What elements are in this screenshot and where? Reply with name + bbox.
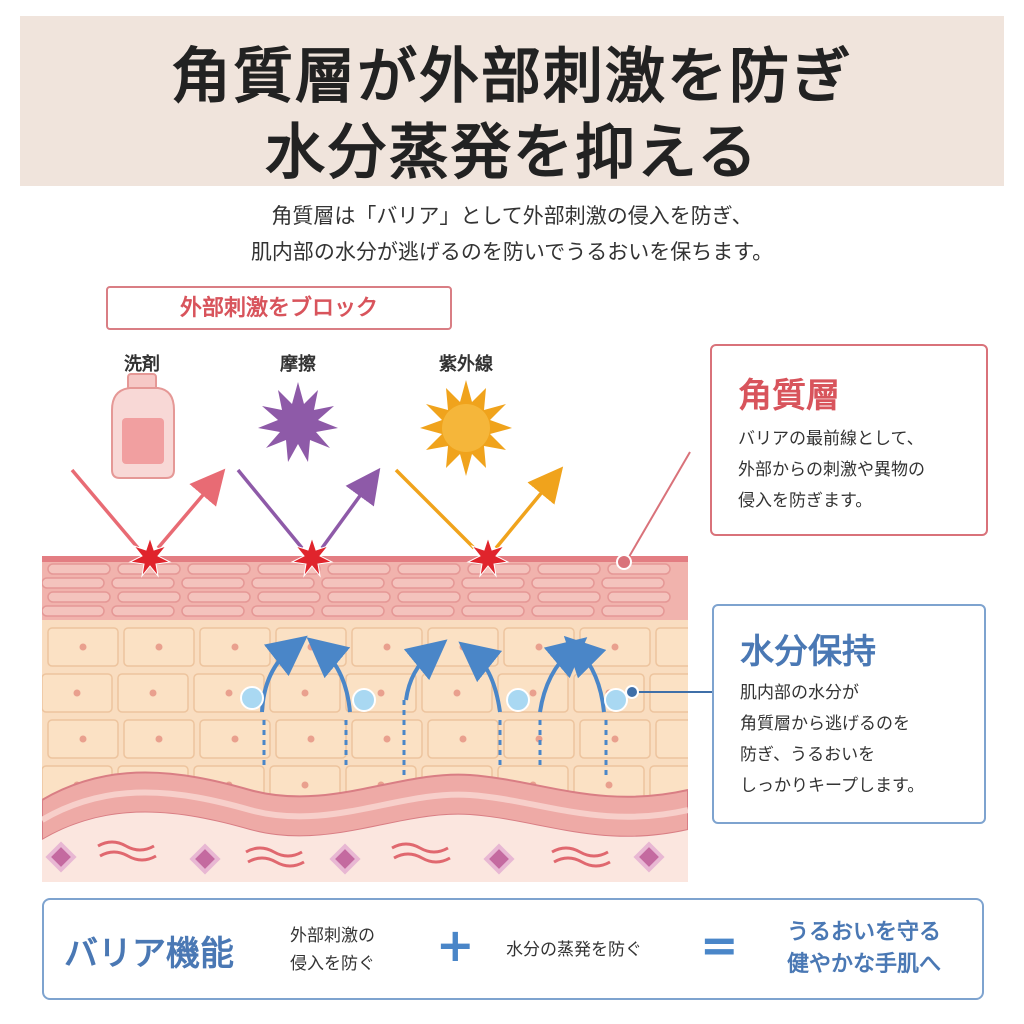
- stratum-corneum-title: 角質層: [738, 376, 840, 416]
- water-retention-arrows: [240, 635, 628, 780]
- block-label: 外部刺激をブロック: [106, 286, 452, 330]
- summary-label: バリア機能: [64, 934, 234, 974]
- header-band: [20, 16, 1004, 186]
- stratum-corneum-body-line: 外部からの刺激や異物の: [738, 460, 925, 480]
- summary-result-line: うるおいを守る: [786, 919, 941, 945]
- summary-part1-line: 侵入を防ぐ: [290, 954, 375, 974]
- moisture-body-line: 防ぎ、うるおいを: [740, 745, 876, 765]
- summary-result: うるおいを守る 健やかな手肌へ: [764, 916, 964, 980]
- stratum-corneum-body-line: 侵入を防ぎます。: [738, 491, 873, 511]
- stratum-corneum-box: 角質層 バリアの最前線として、 外部からの刺激や異物の 侵入を防ぎます。: [710, 344, 988, 536]
- summary-result-line: 健やかな手肌へ: [786, 951, 941, 977]
- page-title-line-1: 角質層が外部刺激を防ぎ: [171, 42, 853, 112]
- detergent-bottle-icon: [111, 373, 175, 479]
- moisture-body-line: 角質層から逃げるのを: [740, 714, 910, 734]
- moisture-retention-box: 水分保持 肌内部の水分が 角質層から逃げるのを 防ぎ、うるおいを しっかりキープ…: [712, 604, 986, 824]
- plus-sign: +: [436, 918, 475, 972]
- summary-part1-line: 外部刺激の: [290, 926, 375, 946]
- summary-part2: 水分の蒸発を防ぐ: [506, 940, 642, 960]
- stimulus-label-detergent: 洗剤: [124, 354, 160, 375]
- page-title-line-2: 水分蒸発を抑える: [264, 118, 760, 188]
- moisture-body-line: 肌内部の水分が: [740, 683, 859, 703]
- stratum-corneum-body: バリアの最前線として、 外部からの刺激や異物の 侵入を防ぎます。: [738, 424, 925, 517]
- stratum-corneum-body-line: バリアの最前線として、: [738, 429, 924, 449]
- summary-bar: バリア機能 外部刺激の 侵入を防ぐ + 水分の蒸発を防ぐ = うるおいを守る 健…: [42, 898, 984, 1000]
- friction-burst-icon: [258, 382, 338, 462]
- stimulus-label-uv: 紫外線: [439, 354, 493, 375]
- sun-icon: [420, 380, 512, 476]
- summary-part1: 外部刺激の 侵入を防ぐ: [290, 922, 375, 978]
- moisture-body-line: しっかりキープします。: [740, 776, 925, 796]
- moisture-retention-title: 水分保持: [740, 632, 876, 672]
- stimulus-label-friction: 摩擦: [280, 354, 316, 375]
- equals-sign: =: [700, 918, 739, 972]
- subtitle-line-2: 肌内部の水分が逃げるのを防いでうるおいを保ちます。: [250, 240, 774, 264]
- subtitle-line-1: 角質層は「バリア」として外部刺激の侵入を防ぎ、: [271, 204, 753, 228]
- moisture-retention-body: 肌内部の水分が 角質層から逃げるのを 防ぎ、うるおいを しっかりキープします。: [740, 678, 924, 802]
